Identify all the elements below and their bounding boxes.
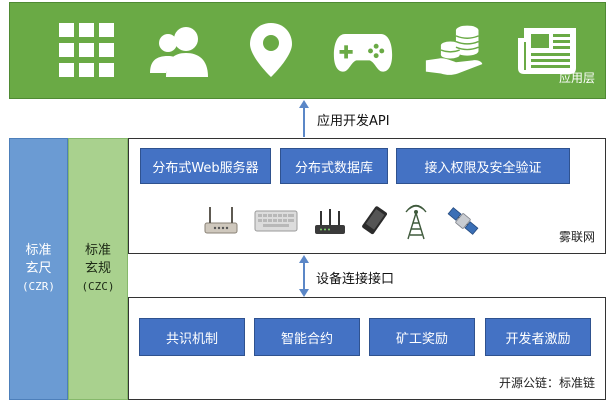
service-distributed-database: 分布式数据库: [280, 148, 388, 184]
module-consensus: 共识机制: [139, 318, 245, 356]
module-miner-reward: 矿工奖励: [369, 318, 475, 356]
antenna-device-icon: [203, 201, 239, 241]
service-access-security: 接入权限及安全验证: [396, 148, 570, 184]
czr-line2: 玄尺: [25, 261, 52, 276]
gamepad-icon: [332, 21, 394, 79]
module-developer-incentive: 开发者激励: [485, 318, 591, 356]
standard-czr-column: 标准 玄尺 (CZR): [9, 138, 68, 400]
application-layer-label: 应用层: [558, 71, 595, 85]
czc-line1: 标准: [84, 243, 111, 258]
mist-network-layer: 分布式Web服务器 分布式数据库 接入权限及安全验证: [128, 138, 606, 254]
users-icon: [148, 21, 210, 79]
device-interface-label: 设备连接接口: [316, 272, 395, 287]
app-api-label: 应用开发API: [317, 114, 390, 129]
phone-device-icon: [361, 201, 387, 241]
router-device-icon: [313, 201, 347, 241]
public-chain-layer: 共识机制 智能合约 矿工奖励 开发者激励 开源公链：标准链: [128, 297, 606, 400]
czc-code: (CZC): [81, 280, 115, 293]
app-icon-row: [56, 21, 578, 79]
satellite-icon: [445, 201, 481, 241]
newspaper-icon: [516, 21, 578, 79]
device-row: [203, 201, 481, 241]
keyboard-device-icon: [253, 201, 299, 241]
standard-czc-column: 标准 玄规 (CZC): [68, 138, 128, 400]
mist-layer-label: 雾联网: [558, 230, 595, 244]
device-interface-connector: [297, 255, 311, 297]
grid-icon: [56, 21, 118, 79]
czr-code: (CZR): [21, 280, 56, 293]
coins-hand-icon: [424, 21, 486, 79]
radio-tower-icon: [401, 201, 431, 241]
module-smart-contract: 智能合约: [254, 318, 360, 356]
czc-line2: 玄规: [84, 261, 111, 276]
service-distributed-web-server: 分布式Web服务器: [140, 148, 271, 184]
location-pin-icon: [240, 21, 302, 79]
app-api-connector: [297, 100, 311, 137]
application-layer: 应用层: [9, 2, 606, 99]
czr-line1: 标准: [25, 243, 52, 258]
chain-layer-label: 开源公链：标准链: [498, 376, 595, 390]
